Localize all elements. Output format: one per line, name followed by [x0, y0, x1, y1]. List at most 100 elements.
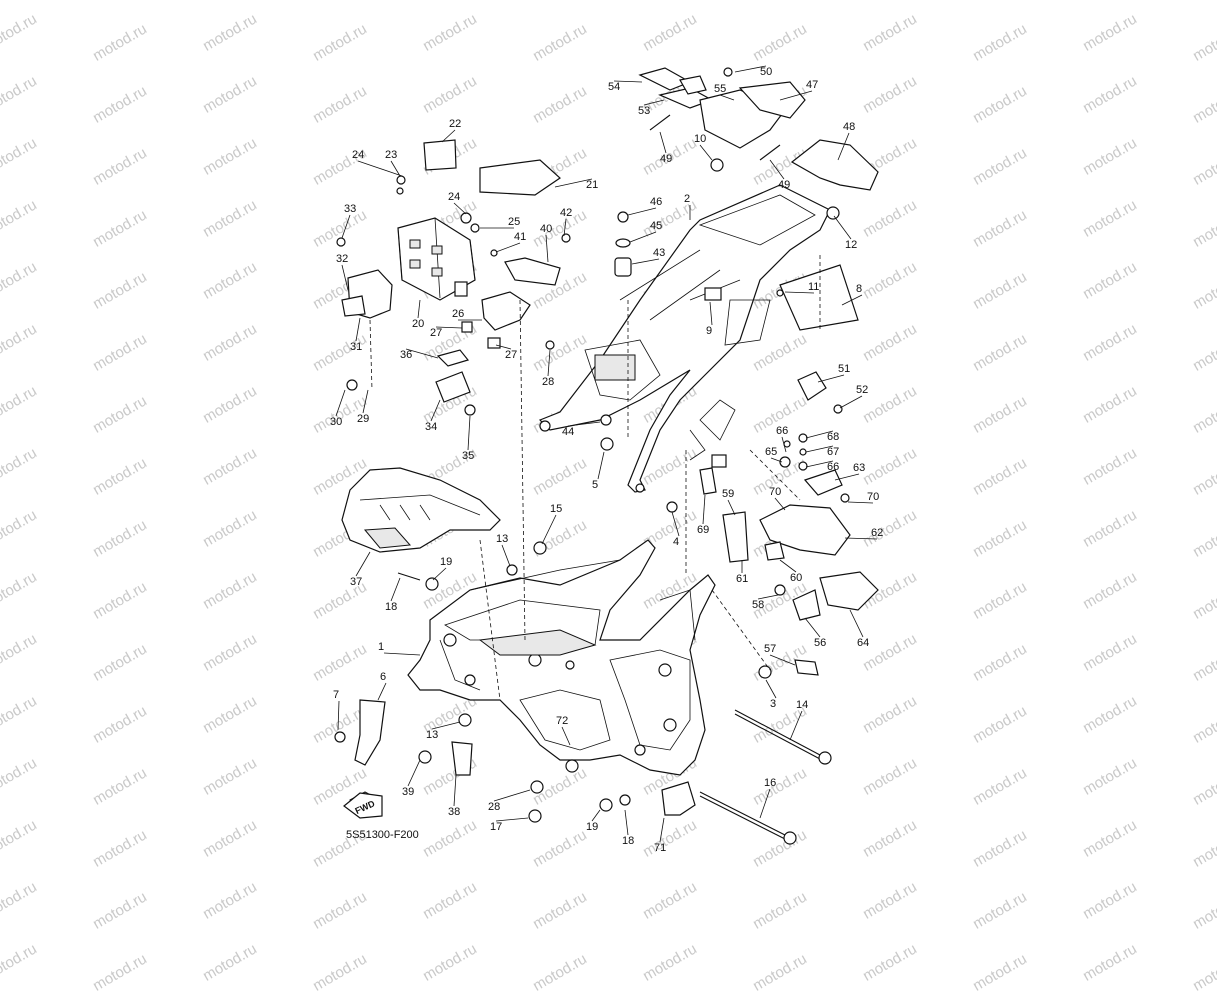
callout-66a: 66 [776, 425, 788, 437]
leader-line [643, 99, 665, 106]
leader-line [789, 710, 803, 741]
leader-line [757, 594, 779, 600]
leader-line [774, 497, 786, 511]
watermark-text: motod.ru [90, 950, 150, 995]
callout-27a: 27 [430, 327, 442, 339]
callout-48: 48 [843, 121, 855, 133]
callout-19a: 19 [440, 556, 452, 568]
callout-13a: 13 [496, 533, 508, 545]
leader-line [554, 178, 593, 188]
callout-3: 3 [770, 698, 776, 710]
leader-line [453, 202, 467, 215]
leader-line [390, 577, 401, 602]
callout-55: 55 [714, 83, 726, 95]
leader-line [627, 207, 657, 216]
callout-49a: 49 [660, 153, 672, 165]
leader-line [362, 389, 369, 414]
callout-59: 59 [722, 488, 734, 500]
leader-line [597, 451, 605, 480]
callout-66b: 66 [827, 461, 839, 473]
callout-69: 69 [697, 524, 709, 536]
watermark-text: motod.ru [420, 940, 480, 985]
callout-47: 47 [806, 79, 818, 91]
callout-11: 11 [808, 281, 819, 293]
watermark-text: motod.ru [1080, 940, 1140, 985]
right-brackets-part [722, 264, 879, 676]
leader-line [341, 264, 349, 291]
callout-50: 50 [760, 66, 772, 78]
callout-20: 20 [412, 318, 424, 330]
callout-51: 51 [838, 363, 850, 375]
left-brackets-part [341, 257, 561, 403]
callout-63: 63 [853, 462, 865, 474]
watermark-text: motod.ru [530, 950, 590, 995]
callout-32: 32 [336, 253, 348, 265]
leader-line [779, 90, 813, 101]
callout-28b: 28 [488, 801, 500, 813]
callout-65: 65 [765, 446, 777, 458]
callout-64: 64 [857, 637, 869, 649]
leader-line [613, 80, 643, 83]
callout-12: 12 [845, 239, 857, 251]
watermark-text: motod.ru [1190, 950, 1217, 995]
leader-line [781, 436, 787, 453]
callout-13b: 13 [426, 729, 438, 741]
callout-45: 45 [650, 220, 662, 232]
leader-line [833, 215, 852, 240]
callout-42: 42 [560, 207, 572, 219]
leader-line [430, 399, 441, 422]
leader-line [719, 94, 735, 101]
leader-line [495, 242, 521, 253]
battery-box-part [397, 139, 561, 301]
leader-line [432, 567, 447, 581]
callout-67: 67 [827, 446, 839, 458]
leader-line [769, 159, 785, 180]
callout-27b: 27 [505, 349, 517, 361]
diagram-stage: motod.ru motod.ru motod.ru motod.ru motod.ru… [0, 10, 1217, 994]
callout-26: 26 [452, 308, 464, 320]
leader-line [849, 609, 864, 638]
leader-line [501, 544, 511, 567]
callout-22: 22 [449, 118, 461, 130]
mount-hardware-parts [600, 211, 727, 495]
leader-line [659, 131, 667, 154]
leader-line [805, 445, 834, 453]
callout-53: 53 [638, 105, 650, 117]
callout-33: 33 [344, 203, 356, 215]
callout-25: 25 [508, 216, 520, 228]
leader-line [839, 395, 863, 409]
callout-35: 35 [462, 450, 474, 462]
leader-lines [335, 65, 878, 843]
callout-43: 43 [653, 247, 665, 259]
leader-line [383, 652, 421, 656]
callout-46: 46 [650, 196, 662, 208]
drawing-code: 5S51300-F200 [346, 829, 419, 841]
leader-line [765, 679, 777, 699]
watermark-text: motod.ru [860, 940, 920, 985]
callout-18b: 18 [622, 835, 634, 847]
watermark-text: motod.ru [310, 950, 370, 995]
callout-14: 14 [796, 699, 808, 711]
callout-54: 54 [608, 81, 620, 93]
callout-34: 34 [425, 421, 437, 433]
leader-line [441, 129, 456, 143]
watermark-text: motod.ru [200, 940, 260, 985]
callout-58: 58 [752, 599, 764, 611]
watermark-text: motod.ru [0, 940, 40, 985]
callout-61: 61 [736, 573, 748, 585]
callout-5: 5 [592, 479, 598, 491]
leader-line [493, 789, 531, 802]
leader-line [405, 348, 439, 359]
fwd-arrow-icon: FWD [343, 792, 383, 819]
callout-30: 30 [330, 416, 342, 428]
watermark-text: motod.ru [750, 950, 810, 995]
leader-line [841, 294, 863, 306]
callout-28a: 28 [542, 376, 554, 388]
leader-line [337, 700, 340, 731]
leader-line [804, 617, 821, 638]
leader-line [759, 788, 771, 819]
callout-1: 1 [378, 641, 384, 653]
leader-line [431, 721, 461, 730]
leader-line [495, 817, 529, 822]
callout-18a: 18 [385, 601, 397, 613]
